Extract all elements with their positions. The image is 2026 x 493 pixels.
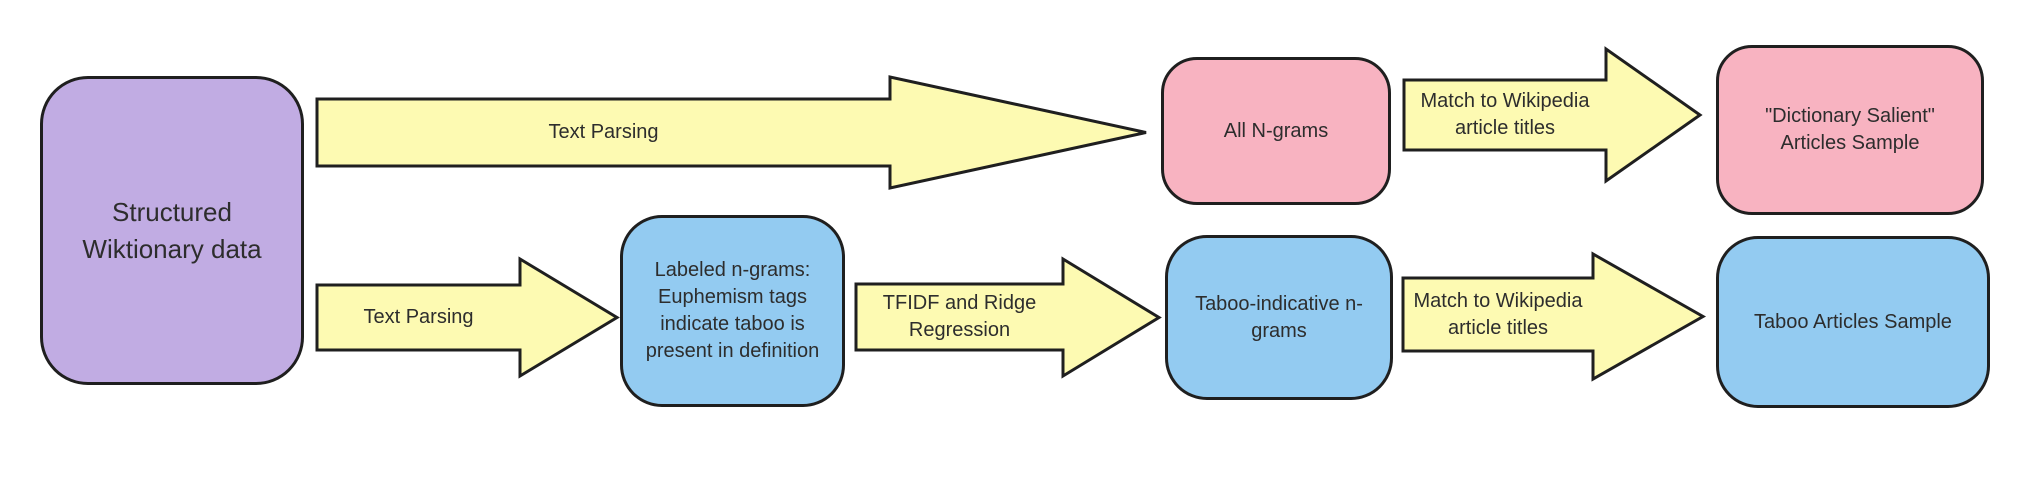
node-structured-wiktionary-data: Structured Wiktionary data xyxy=(40,76,304,385)
arrow-shape xyxy=(1401,251,1707,382)
arrow-shape xyxy=(315,75,1147,190)
node-dictionary-salient-articles-sample: "Dictionary Salient" Articles Sample xyxy=(1716,45,1984,215)
arrow-match-wikipedia-top xyxy=(1402,46,1703,184)
arrow-match-wikipedia-bottom xyxy=(1401,251,1707,382)
node-labeled-ngrams: Labeled n-grams: Euphemism tags indicate… xyxy=(620,215,845,407)
arrow-text-parsing-bottom xyxy=(315,256,620,379)
node-taboo-indicative-ngrams: Taboo-indicative n- grams xyxy=(1165,235,1393,400)
arrow-shape xyxy=(854,256,1162,379)
node-taboo-articles-sample: Taboo Articles Sample xyxy=(1716,236,1990,408)
node-all-ngrams: All N-grams xyxy=(1161,57,1391,205)
arrow-tfidf-ridge-regression xyxy=(854,256,1162,379)
arrow-shape xyxy=(315,256,620,379)
arrow-shape xyxy=(1402,46,1703,184)
arrow-text-parsing-top xyxy=(315,75,1147,190)
